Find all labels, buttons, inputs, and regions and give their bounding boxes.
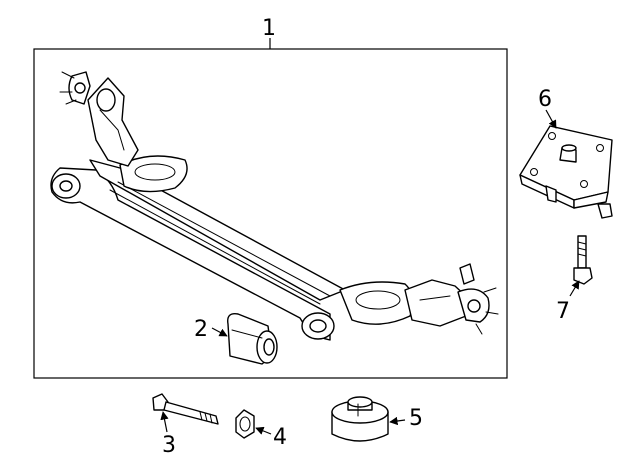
leader-5 (389, 416, 406, 426)
flange-nut[interactable] (235, 409, 255, 439)
callout-1: 1 (262, 16, 276, 41)
mounting-bolt[interactable] (152, 393, 219, 425)
leader-2 (211, 327, 228, 337)
axle-bushing[interactable] (227, 313, 278, 365)
leader-6 (545, 109, 557, 129)
callout-3: 3 (162, 433, 176, 458)
callout-5: 5 (409, 406, 423, 431)
mounting-bracket[interactable] (519, 125, 613, 219)
callout-7: 7 (556, 299, 570, 324)
spring-pad[interactable] (331, 396, 389, 442)
leader-3 (160, 411, 169, 433)
rear-axle-beam[interactable] (50, 71, 499, 341)
callout-2: 2 (194, 317, 208, 342)
callout-4: 4 (273, 425, 287, 450)
leader-4 (255, 426, 272, 435)
callout-6: 6 (538, 87, 552, 112)
leader-7 (569, 280, 580, 297)
stud-bolt[interactable] (573, 235, 593, 285)
